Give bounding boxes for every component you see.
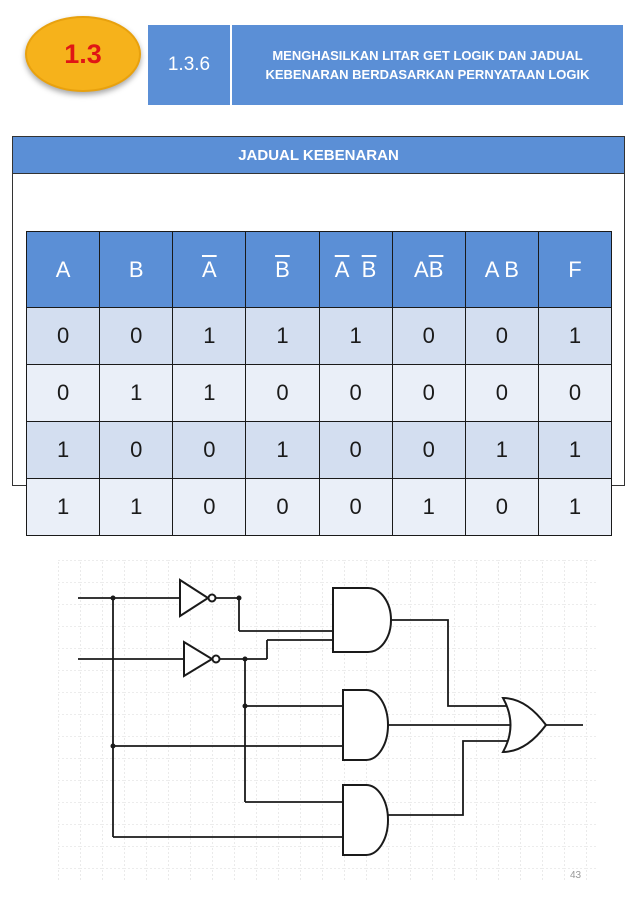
- col-not-ab: AB: [391, 231, 466, 308]
- panel-title: JADUAL KEBENARAN: [13, 137, 624, 174]
- cell: 0: [172, 421, 247, 479]
- cell: 0: [172, 478, 247, 536]
- cell: 0: [99, 307, 174, 365]
- subsection-number: 1.3.6: [148, 25, 230, 105]
- junction-dots: [110, 595, 248, 749]
- logic-circuit-diagram: [58, 560, 598, 880]
- cell: 1: [245, 421, 320, 479]
- cell: 1: [99, 364, 174, 422]
- cell: 0: [318, 421, 393, 479]
- cell: 0: [391, 364, 466, 422]
- cell: 0: [99, 421, 174, 479]
- table-row: 0 0 1 1 1 0 0 1: [25, 307, 613, 365]
- table-row: 1 1 0 0 0 1 0 1: [25, 478, 613, 536]
- section-badge-label: 1.3: [64, 38, 102, 69]
- table-row: 0 1 1 0 0 0 0 0: [25, 364, 613, 422]
- or-gate: [501, 696, 548, 754]
- cell: 0: [464, 307, 539, 365]
- cell: 1: [537, 307, 613, 365]
- not-gate-a: [179, 578, 210, 618]
- truth-table-panel: JADUAL KEBENARAN: [12, 136, 625, 486]
- col-not-b: B: [245, 231, 320, 308]
- col-b: B: [99, 231, 174, 308]
- cell: 1: [537, 478, 613, 536]
- cell: 0: [245, 478, 320, 536]
- cell: 0: [464, 478, 539, 536]
- cell: 1: [172, 364, 247, 422]
- not-gate-b-bubble: [211, 654, 221, 664]
- cell: 0: [318, 364, 393, 422]
- cell: 1: [99, 478, 174, 536]
- cell: 0: [537, 364, 613, 422]
- cell: 1: [245, 307, 320, 365]
- cell: 0: [318, 478, 393, 536]
- cell: 0: [464, 364, 539, 422]
- and-gate-3: [342, 784, 389, 856]
- section-badge: 1.3: [25, 16, 141, 92]
- wires: [78, 597, 583, 838]
- cell: 0: [391, 421, 466, 479]
- cell: 1: [172, 307, 247, 365]
- cell: 0: [25, 364, 101, 422]
- cell: 1: [464, 421, 539, 479]
- and-gate-2: [342, 689, 389, 761]
- not-gate-b: [183, 640, 214, 678]
- not-gate-a-bubble: [207, 593, 217, 603]
- cell: 1: [391, 478, 466, 536]
- cell: 1: [25, 421, 101, 479]
- and-gate-1: [332, 587, 392, 653]
- cell: 0: [391, 307, 466, 365]
- col-not-a-not-b: A B: [318, 231, 393, 308]
- cell: 0: [245, 364, 320, 422]
- truth-table: A B A B A B AB A B F 0 0 1 1 1 0 0 1 0 1…: [25, 231, 613, 536]
- table-header-row: A B A B A B AB A B F: [25, 231, 613, 308]
- page-number: 43: [570, 870, 582, 881]
- cell: 1: [318, 307, 393, 365]
- cell: 0: [25, 307, 101, 365]
- col-a: A: [25, 231, 101, 308]
- grid-background: [58, 560, 598, 880]
- col-not-a: A: [172, 231, 247, 308]
- col-f: F: [537, 231, 613, 308]
- cell: 1: [537, 421, 613, 479]
- col-a-b: A B: [464, 231, 539, 308]
- table-row: 1 0 0 1 0 0 1 1: [25, 421, 613, 479]
- page-title: MENGHASILKAN LITAR GET LOGIK DAN JADUAL …: [232, 25, 623, 105]
- cell: 1: [25, 478, 101, 536]
